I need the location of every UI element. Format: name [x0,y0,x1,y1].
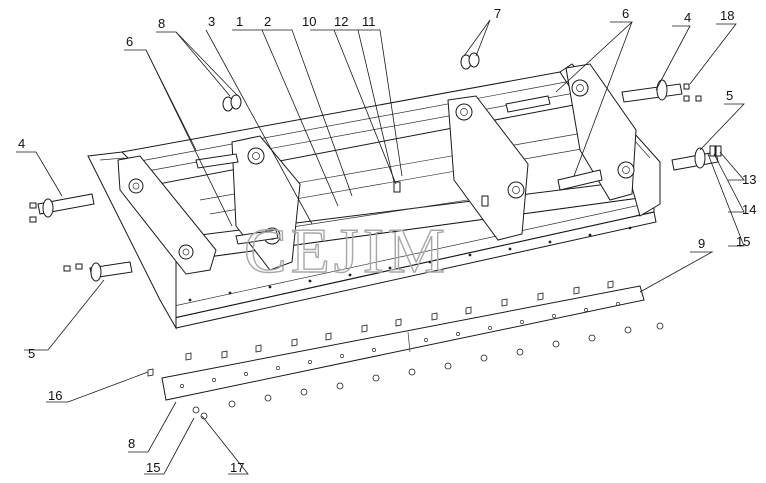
callout-12: 12 [334,14,348,29]
callout-9: 9 [698,236,705,251]
callout-18: 18 [720,8,734,23]
callout-8-top: 8 [158,16,165,31]
callout-13: 13 [742,172,756,187]
pin-left-bottom [89,261,133,282]
callout-7: 7 [494,6,501,21]
callout-15-bottom: 15 [146,460,160,475]
callout-5-left: 5 [28,346,35,361]
callout-15-right: 15 [736,234,750,249]
pin-center-left [195,153,239,169]
callout-1: 1 [236,14,243,29]
callout-2: 2 [264,14,271,29]
callout-17: 17 [230,460,244,475]
plate-bolts [147,280,614,377]
left-outer-bracket [117,155,217,275]
callout-4-right: 4 [684,10,691,25]
plate-nuts [192,322,664,420]
small-hardware [29,83,722,272]
callout-3: 3 [208,14,215,29]
center-bracket [447,95,529,241]
pin-left-top [37,193,95,218]
watermark-text: CEJIM [244,215,449,286]
callout-14: 14 [742,202,756,217]
callout-10: 10 [302,14,316,29]
bushing-rings [222,52,480,112]
callout-8-bottom: 8 [128,436,135,451]
plate-holes [180,302,620,388]
pin-center-right [235,95,603,245]
right-bracket [565,63,637,201]
callout-6-left: 6 [126,34,133,49]
edge-bolt-holes [188,226,632,302]
pin-right-top [621,79,683,103]
cutting-edge-plate [161,285,645,401]
callout-4-left: 4 [18,136,25,151]
callout-labels: 1 2 3 4 4 5 5 6 6 7 8 8 9 10 11 12 13 14… [18,6,756,475]
callout-5-right: 5 [726,88,733,103]
callout-16: 16 [48,388,62,403]
leader-lines [16,19,745,475]
callout-6-right: 6 [622,6,629,21]
callout-11: 11 [362,14,376,29]
